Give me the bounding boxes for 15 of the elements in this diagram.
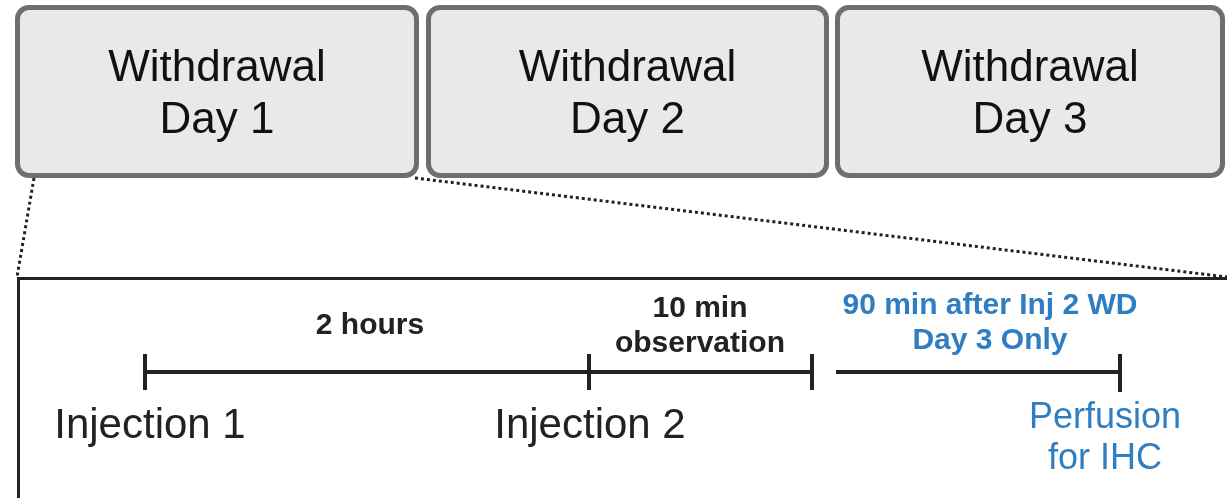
day-box	[426, 5, 829, 178]
zoom-line	[414, 176, 1227, 279]
event-label: Injection 1	[53, 400, 247, 449]
interval-label: 2 hours	[314, 307, 426, 342]
day-label: Withdrawal Day 1	[107, 39, 327, 144]
interval-label: 10 min observation	[613, 290, 786, 359]
timeline-panel	[17, 277, 1227, 498]
day-box	[835, 5, 1225, 178]
interval-label: 90 min after Inj 2 WD Day 3 Only	[841, 287, 1139, 356]
day-label: Withdrawal Day 2	[517, 39, 738, 144]
day-box	[15, 5, 419, 178]
zoom-line	[15, 177, 36, 278]
event-label: Injection 2	[493, 400, 687, 449]
event-label: Perfusion for IHC	[1027, 395, 1183, 478]
day-label: Withdrawal Day 3	[920, 39, 1140, 144]
